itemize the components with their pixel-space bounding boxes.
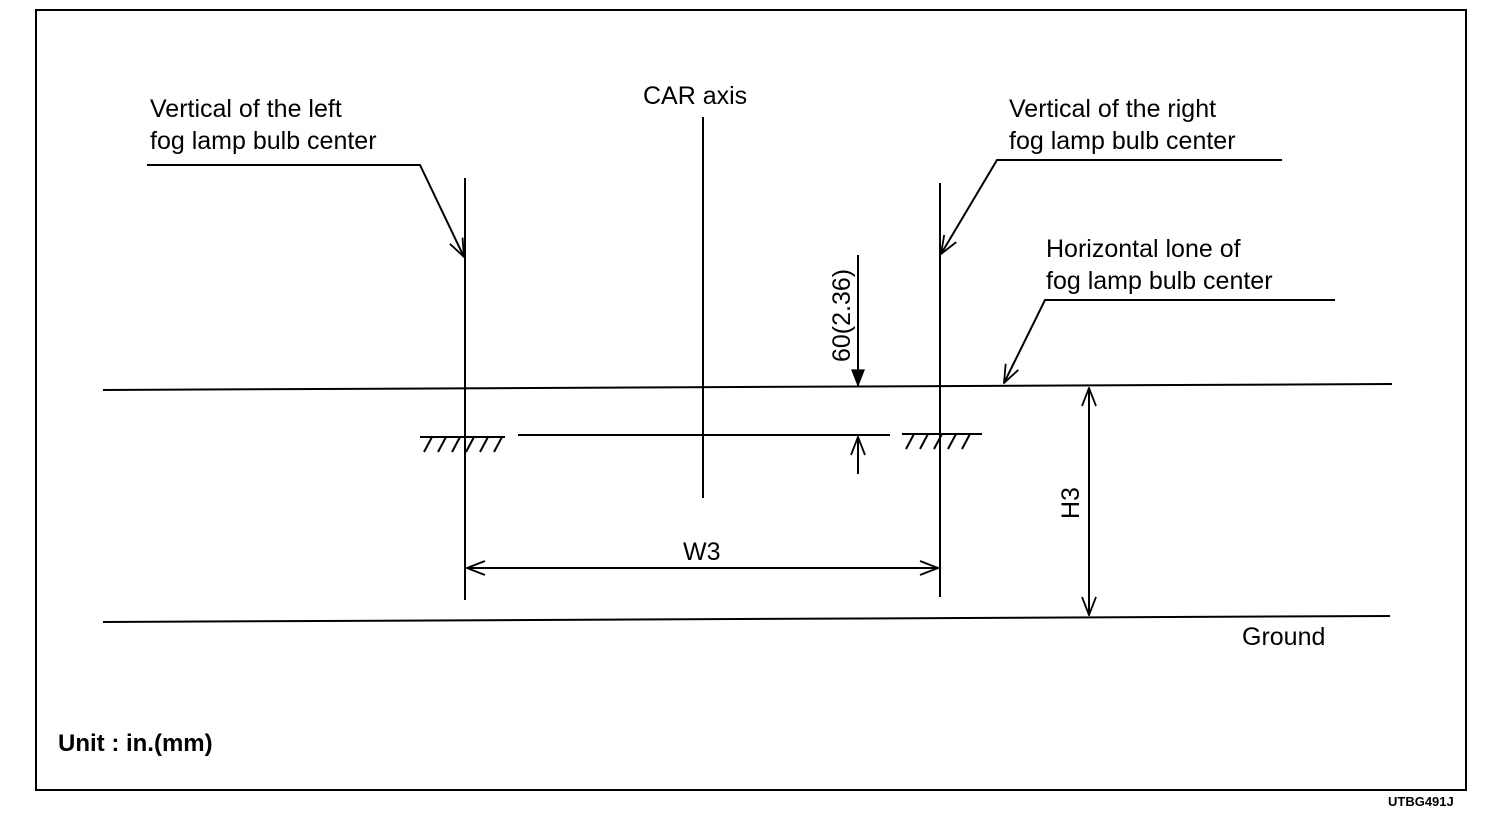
horizontal-line-label: Horizontal lone of fog lamp bulb center (1046, 235, 1273, 295)
ground-label: Ground (1242, 623, 1325, 651)
left-vertical-label: Vertical of the left fog lamp bulb cente… (150, 95, 377, 155)
ground-line (102, 615, 1391, 623)
height-dimension-label: H3 (1057, 487, 1085, 519)
right-vertical-label: Vertical of the right fog lamp bulb cent… (1009, 95, 1236, 155)
right-hatch-mark (902, 433, 982, 450)
figure-code: UTBG491J (1388, 794, 1454, 809)
unit-label: Unit : in.(mm) (58, 730, 213, 757)
offset-dimension-label: 60(2.36) (828, 269, 856, 362)
right-vertical-leader (941, 159, 1282, 254)
horizontal-center-line (102, 383, 1393, 391)
car-axis-label: CAR axis (643, 82, 747, 110)
left-vertical-leader (147, 164, 464, 257)
horizontal-line-leader (1004, 299, 1335, 383)
width-dimension-label: W3 (683, 538, 721, 566)
diagram-frame (35, 9, 1467, 791)
left-hatch-mark (420, 436, 505, 453)
